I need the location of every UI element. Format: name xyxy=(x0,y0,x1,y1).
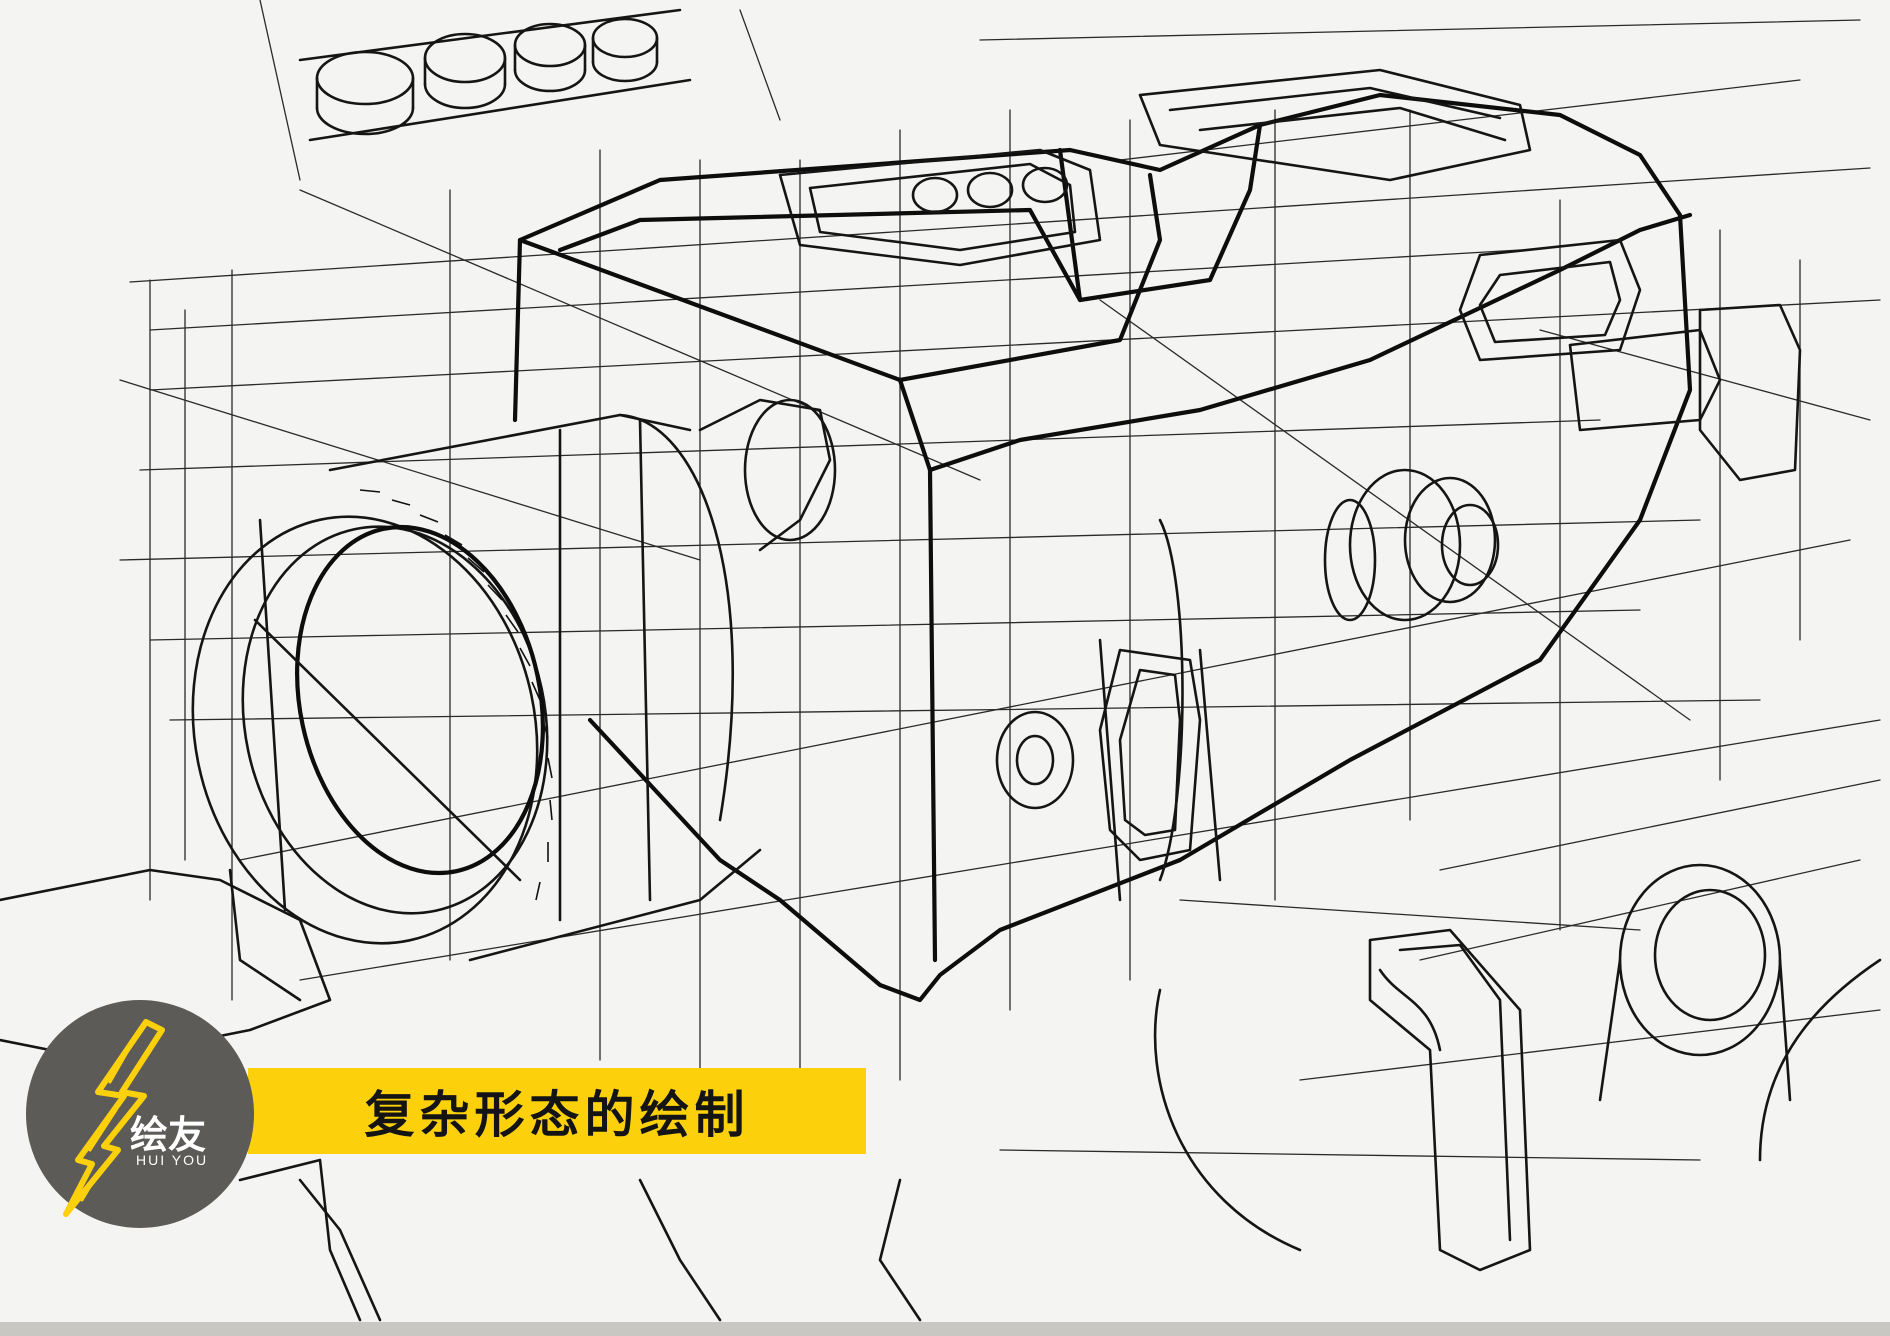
brand-logo: 绘友 HUI YOU xyxy=(26,1000,254,1228)
logo-name-cn: 绘友 xyxy=(130,1113,207,1157)
lightning-brush-icon xyxy=(63,1019,165,1217)
lens-assembly-sketch xyxy=(191,398,837,962)
title-banner: 复杂形态的绘制 xyxy=(248,1068,866,1154)
top-button-panel-sketch xyxy=(778,68,1532,267)
side-details-sketch xyxy=(995,238,1802,902)
lens-knurling xyxy=(359,489,553,901)
paper-edge-strip xyxy=(0,1322,1890,1336)
logo-name-en: HUI YOU xyxy=(136,1152,209,1168)
secondary-part-sketches xyxy=(1153,863,1882,1272)
camera-body-outline xyxy=(512,92,1693,1003)
construction-lines xyxy=(119,0,1881,1161)
top-cylinder-row-sketch xyxy=(298,8,692,142)
banner-title: 复杂形态的绘制 xyxy=(364,1086,750,1144)
